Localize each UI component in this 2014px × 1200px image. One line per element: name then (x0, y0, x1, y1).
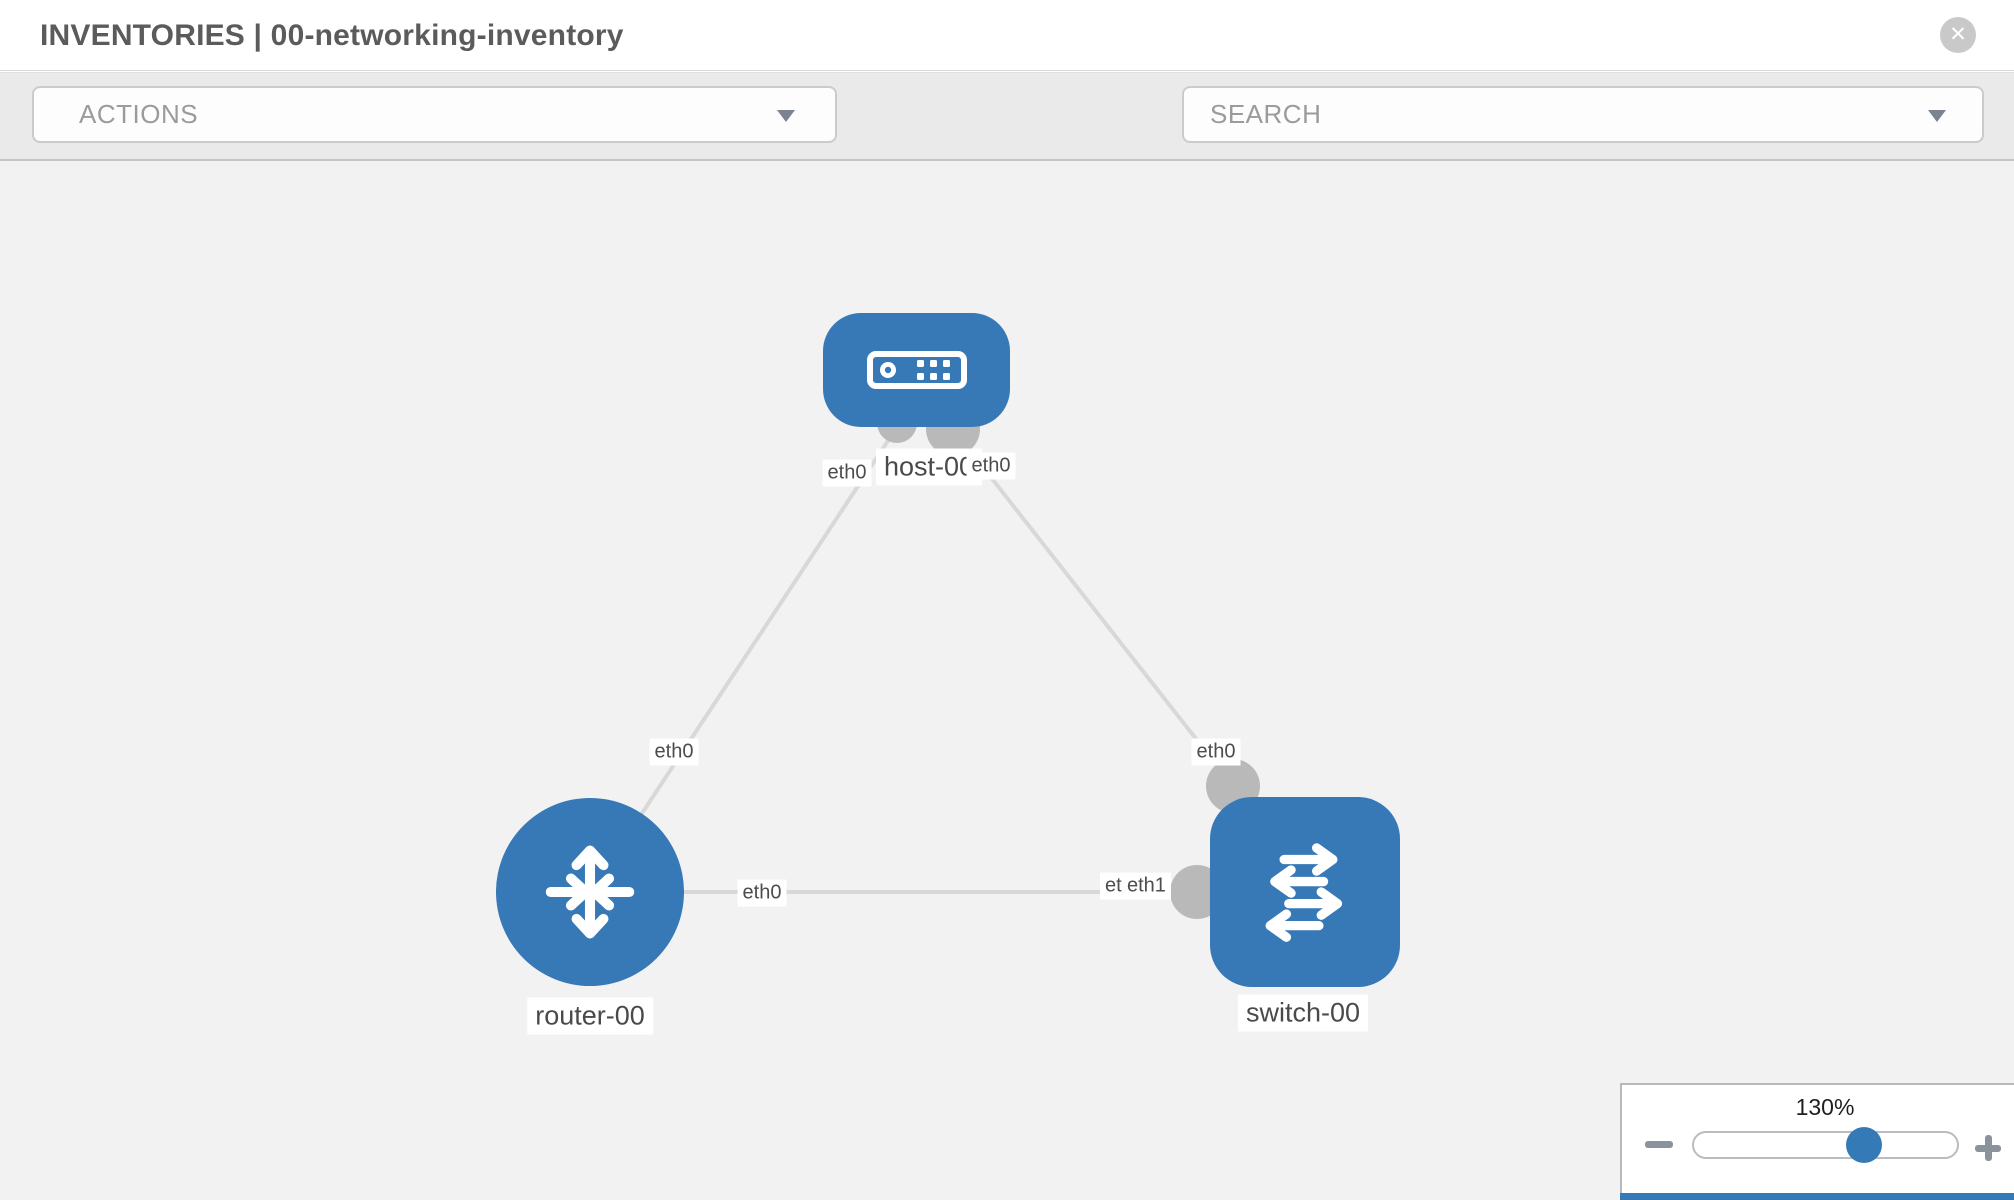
interface-label: eth0 (1191, 738, 1241, 766)
search-placeholder: SEARCH (1210, 99, 1322, 129)
close-icon[interactable]: ✕ (1940, 17, 1976, 53)
node-label-switch: switch-00 (1237, 994, 1369, 1032)
header: INVENTORIES | 00-networking-inventory ✕ (0, 0, 2014, 71)
actions-dropdown-label: ACTIONS (79, 99, 199, 129)
topology-canvas[interactable]: host-00 router-00 switch-00 eth0 eth0 et… (0, 161, 2014, 1200)
search-input[interactable]: SEARCH (1182, 86, 1984, 143)
plus-icon[interactable] (1971, 1129, 2011, 1169)
zoom-level: 130% (1795, 1094, 1855, 1120)
minus-icon[interactable] (1645, 1141, 1673, 1148)
actions-dropdown[interactable]: ACTIONS (32, 86, 837, 143)
node-router-00[interactable] (496, 798, 684, 986)
switch-icon (1265, 843, 1343, 942)
page-title: INVENTORIES | 00-networking-inventory (40, 19, 624, 52)
chevron-down-icon (1928, 110, 1946, 122)
link-host-switch (951, 427, 1235, 788)
interface-label: eth1 (1122, 872, 1171, 900)
host-icon (866, 351, 967, 389)
node-host-00[interactable] (823, 313, 1010, 427)
node-switch-00[interactable] (1210, 797, 1400, 987)
interface-label: eth0 (649, 738, 699, 766)
node-label-host: host-00 (875, 448, 983, 486)
key-bar[interactable] (1620, 1193, 2014, 1200)
zoom-slider-handle[interactable] (1846, 1127, 1882, 1163)
links-layer (588, 402, 1260, 919)
interface-label: eth0 (822, 459, 872, 487)
zoom-slider-track[interactable] (1692, 1131, 1959, 1159)
router-icon (545, 845, 635, 939)
chevron-down-icon (777, 110, 795, 122)
toolbar: ACTIONS SEARCH (0, 72, 2014, 207)
interface-label: eth0 (966, 452, 1016, 480)
zoom-panel: 130% (1620, 1083, 2014, 1200)
node-label-router: router-00 (527, 997, 653, 1035)
interface-label: eth0 (737, 879, 787, 907)
